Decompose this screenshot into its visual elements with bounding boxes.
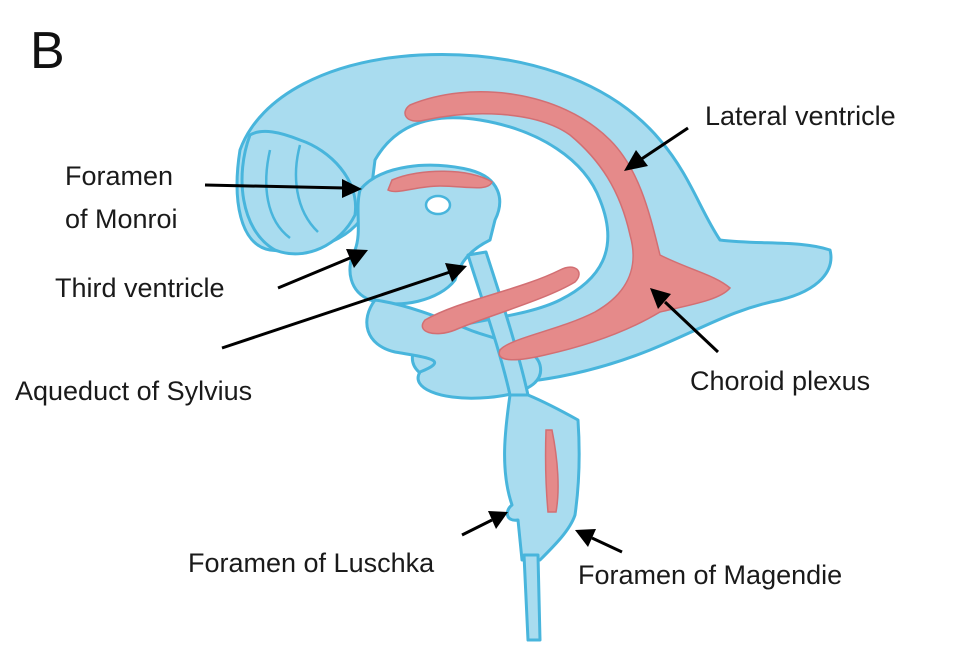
label-foramen-monroi-line2: of Monroi bbox=[65, 204, 178, 234]
central-canal bbox=[524, 555, 540, 640]
arrow-foramen-luschka bbox=[462, 520, 492, 535]
label-third-ventricle: Third ventricle bbox=[55, 273, 225, 303]
label-choroid-plexus: Choroid plexus bbox=[690, 366, 870, 396]
label-foramen-of-luschka: Foramen of Luschka bbox=[188, 548, 435, 578]
panel-label: B bbox=[30, 22, 65, 80]
arrow-third-ventricle bbox=[278, 258, 350, 288]
massa-intermedia bbox=[426, 196, 450, 214]
label-foramen-of-magendie: Foramen of Magendie bbox=[578, 560, 842, 590]
arrow-foramen-magendie bbox=[592, 538, 622, 552]
fourth-ventricle-shape bbox=[505, 395, 580, 560]
label-foramen-monroi-line1: Foramen bbox=[65, 161, 173, 191]
label-aqueduct-of-sylvius: Aqueduct of Sylvius bbox=[15, 376, 252, 406]
label-lateral-ventricle: Lateral ventricle bbox=[705, 101, 896, 131]
